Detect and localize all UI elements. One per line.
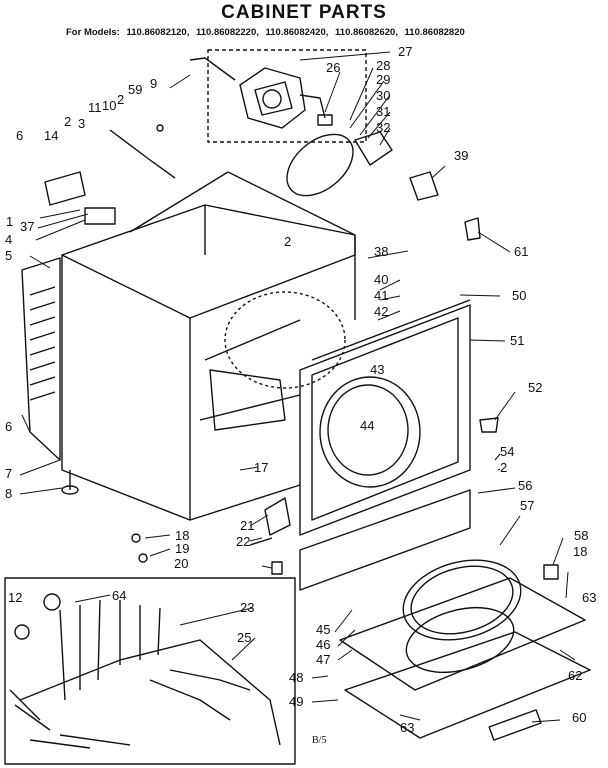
callout-label: 57 [520,498,534,513]
callout-label: 12 [8,590,22,605]
drive-belt [286,133,354,197]
model-numbers: For Models: 110.86082120, 110.86082220, … [66,27,469,38]
door-handle [488,709,542,741]
door-switch-bracket [264,497,291,536]
callout-label: 58 [574,528,588,543]
callout-label: 32 [376,120,390,135]
callout-label: 40 [374,272,388,287]
callout-label: 56 [518,478,532,493]
callout-label: 9 [150,76,157,91]
callout-label: 7 [5,466,12,481]
top-hinge [44,171,86,206]
callout-label: 41 [374,288,388,303]
callout-label: 63 [582,590,596,605]
clip-20 [271,561,283,575]
callout-label: 6 [5,419,12,434]
switch-block [84,207,116,225]
callout-label: 5 [5,248,12,263]
model-number: 110.86082420, [265,27,329,38]
callout-label: 37 [20,219,34,234]
callout-label: 43 [370,362,384,377]
side-panel-left [21,257,61,461]
clip-61 [464,217,481,241]
wire-bundle-small [109,129,176,179]
page-title: CABINET PARTS [221,2,387,23]
front-panel [299,299,471,536]
door-assembly [339,559,591,739]
toe-kick-panel [299,489,471,591]
callout-label: 61 [514,244,528,259]
callout-label: 42 [374,304,388,319]
callout-label: 2 [500,460,507,475]
model-number: 110.86082220, [196,27,259,38]
model-number: 110.86082820 [404,27,465,38]
callout-label: 60 [572,710,586,725]
callout-label: 14 [44,128,58,143]
callout-label: 2 [284,234,291,249]
callout-label: 63 [400,720,414,735]
rear-drum-outline [224,291,346,389]
callout-label: 62 [568,668,582,683]
callout-label: 26 [326,60,340,75]
callout-label: 28 [376,58,390,73]
callout-label: 51 [510,333,524,348]
wiring-harness-inset [4,577,296,765]
callout-label: 8 [5,486,12,501]
callout-label: 45 [316,622,330,637]
callout-label: 22 [236,534,250,549]
callout-label: 2 [64,114,71,129]
callout-label: 47 [316,652,330,667]
model-number: 110.86082120, [126,27,190,38]
wiring-harness [9,593,281,749]
callout-label: 50 [512,288,526,303]
models-prefix: For Models: [66,27,120,38]
callout-label: 54 [500,444,514,459]
hinge-52 [479,417,499,433]
bracket-39 [409,171,439,201]
callout-label: 2 [117,92,124,107]
callout-label: 11 [88,100,102,115]
callout-label: 29 [376,72,390,87]
screw [131,533,141,543]
callout-label: 3 [78,116,85,131]
callout-label: 30 [376,88,390,103]
callout-label: 21 [240,518,254,533]
callout-label: 19 [175,541,189,556]
cabinet-body [61,171,356,521]
callout-label: 48 [289,670,303,685]
callout-label: 18 [573,544,587,559]
callout-label: 44 [360,418,374,433]
callout-label: 25 [237,630,251,645]
callout-label: 39 [454,148,468,163]
callout-label: 38 [374,244,388,259]
callout-label: 59 [128,82,142,97]
callout-label: 18 [175,528,189,543]
callout-label: 1 [6,214,13,229]
callout-label: 23 [240,600,254,615]
latch-strike [249,537,273,546]
small-screw [156,124,164,132]
callout-label: 64 [112,588,126,603]
callout-label: 17 [254,460,268,475]
callout-label: 49 [289,694,303,709]
callout-label: 31 [376,104,390,119]
hinge-58 [543,564,559,580]
motor-illustration [189,57,333,129]
callout-label: 4 [5,232,12,247]
footer-mark: B/5 [312,735,327,746]
callout-label: 20 [174,556,188,571]
callout-label: 46 [316,637,330,652]
callout-label: 52 [528,380,542,395]
callout-label: 6 [16,128,23,143]
motor-group-box [207,49,367,143]
callout-label: 27 [398,44,412,59]
callout-label: 10 [102,98,116,113]
idler-bracket [354,131,393,166]
model-number: 110.86082620, [335,27,398,38]
screw [138,553,148,563]
